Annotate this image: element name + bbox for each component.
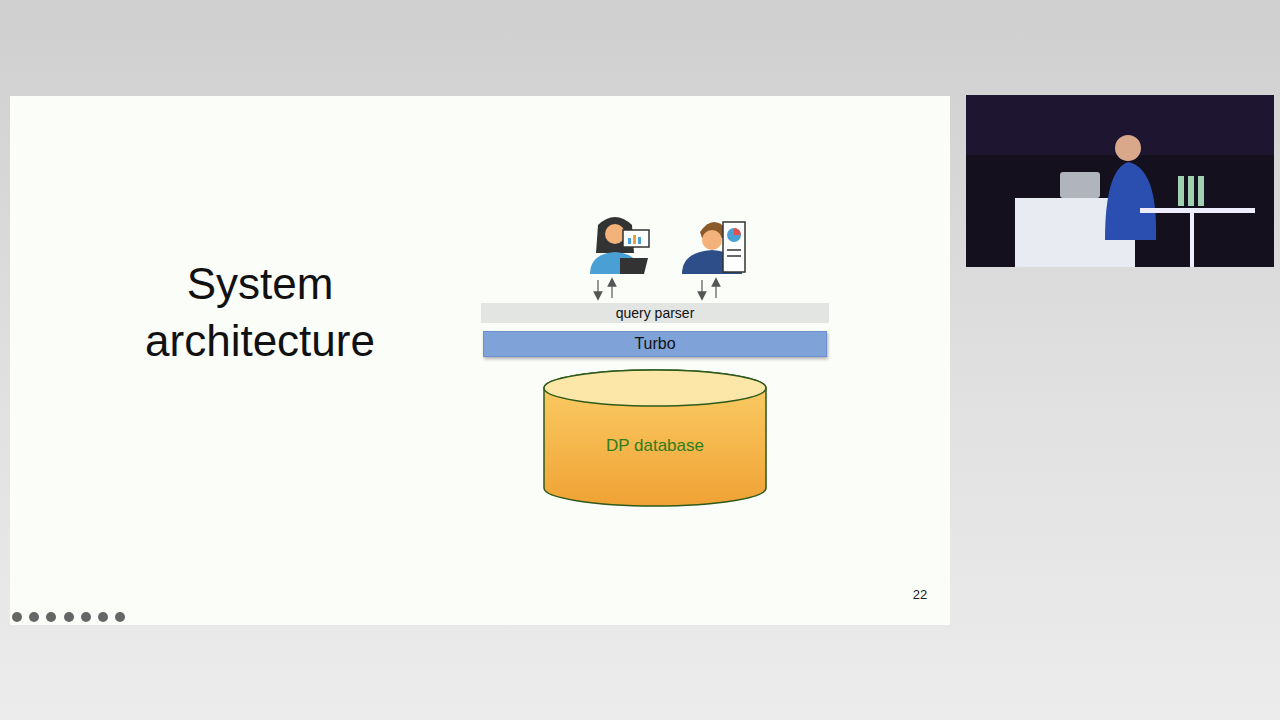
toolbar [12, 612, 125, 622]
band: query parser [481, 303, 829, 323]
node-label: query parser [616, 305, 695, 321]
speaker-video [966, 95, 1274, 267]
node-label: DP database [606, 436, 704, 456]
person-icon [590, 217, 649, 274]
band: Turbo [483, 331, 827, 357]
slide-panel [10, 96, 950, 625]
slide-title: System architecture [100, 255, 420, 369]
database-cylinder: DP database [542, 368, 768, 508]
node-label: Turbo [634, 335, 675, 353]
person-icon [682, 222, 745, 274]
arrow [598, 280, 716, 298]
slide-number: 22 [900, 587, 940, 602]
